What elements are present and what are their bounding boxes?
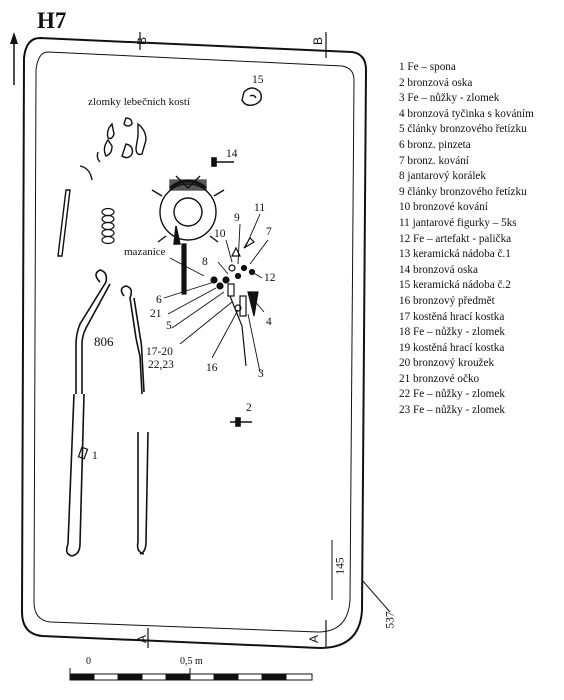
vertebrae [101, 207, 115, 245]
item-number-16: 16 [206, 362, 218, 374]
item-number-9: 9 [234, 212, 240, 224]
skull-fragments [79, 117, 147, 181]
item-number-21: 21 [150, 308, 162, 320]
legend-item: 13 keramická nádoba č.1 [399, 248, 511, 261]
finds-cluster [181, 237, 259, 367]
item-number-3: 3 [258, 368, 264, 380]
legend-item: 4 bronzová tyčinka s kováním [399, 107, 534, 120]
leader-lines [163, 213, 269, 373]
grave-title: H7 [37, 8, 67, 33]
legend-item: 3 Fe – nůžky - zlomek [399, 92, 500, 105]
label-skull-fragments: zlomky lebečních kostí [88, 96, 191, 108]
scale-bar [69, 668, 313, 681]
legend-item: 14 bronzová oska [399, 263, 478, 276]
item-number-6: 6 [156, 294, 162, 306]
section-letter-b-left: B [135, 36, 150, 46]
item-number-10: 10 [214, 228, 226, 240]
find-legend: 1 Fe – spona 2 bronzová oska 3 Fe – nůžk… [399, 60, 534, 419]
legend-item: 20 bronzový kroužek [399, 357, 495, 370]
ceramic-vessel-15 [241, 87, 263, 107]
depth-label-145: 145 [334, 557, 347, 575]
legend-item: 10 bronzové kování [399, 201, 488, 214]
item-number-1: 1 [92, 450, 98, 462]
item-number-22-23: 22,23 [148, 359, 174, 371]
legend-item: 16 bronzový předmět [399, 294, 495, 307]
item-number-14: 14 [226, 148, 238, 160]
legend-item: 18 Fe – nůžky - zlomek [399, 326, 505, 339]
item-number-7: 7 [266, 226, 272, 238]
item-number-12: 12 [264, 272, 276, 284]
section-letter-a-right: A [307, 634, 322, 644]
bronze-axle-2 [230, 417, 252, 427]
item-number-15: 15 [252, 74, 264, 86]
legend-item: 11 jantarové figurky – 5ks [399, 216, 517, 229]
item-number-2: 2 [246, 402, 252, 414]
legend-item: 15 keramická nádoba č.2 [399, 279, 511, 292]
scale-label-mid: 0,5 m [180, 656, 203, 667]
legend-item: 22 Fe – nůžky - zlomek [399, 388, 505, 401]
legend-item: 6 bronz. pinzeta [399, 138, 471, 151]
ceramic-vessel-13 [151, 175, 225, 245]
item-number-8: 8 [202, 256, 208, 268]
bronze-axle-14 [211, 157, 234, 167]
grave-outline-outer [20, 36, 368, 650]
legend-item: 17 kostěná hrací kostka [399, 310, 505, 323]
legend-item: 5 články bronzového řetízku [399, 123, 527, 136]
legend-item: 12 Fe – artefakt - palička [399, 232, 512, 245]
legend-item: 1 Fe – spona [399, 61, 456, 73]
legend-item: 23 Fe – nůžky - zlomek [399, 404, 505, 417]
section-letter-b-right: B [311, 36, 326, 46]
arm-bone [57, 189, 71, 257]
grave-number: 806 [94, 334, 114, 349]
label-daub: mazanice [124, 246, 166, 258]
legend-item: 9 články bronzového řetízku [399, 185, 527, 198]
legend-item: 7 bronz. kování [399, 154, 469, 167]
grave-outline-inner [33, 51, 355, 633]
item-number-11: 11 [254, 202, 266, 214]
scale-label-start: 0 [86, 656, 91, 667]
legend-item: 8 jantarový korálek [399, 170, 486, 183]
depth-label-537: 537 [384, 611, 397, 629]
item-number-5: 5 [166, 320, 172, 332]
item-number-17-20: 17-20 [146, 346, 173, 358]
section-letter-a-left: A [135, 634, 150, 644]
leg-bones [65, 269, 149, 557]
legend-item: 19 kostěná hrací kostka [399, 341, 505, 354]
item-number-4: 4 [266, 316, 272, 328]
legend-item: 21 bronzové očko [399, 372, 480, 385]
iron-fibula-1 [77, 446, 89, 460]
north-arrow-icon [10, 32, 18, 85]
legend-item: 2 bronzová oska [399, 76, 473, 89]
